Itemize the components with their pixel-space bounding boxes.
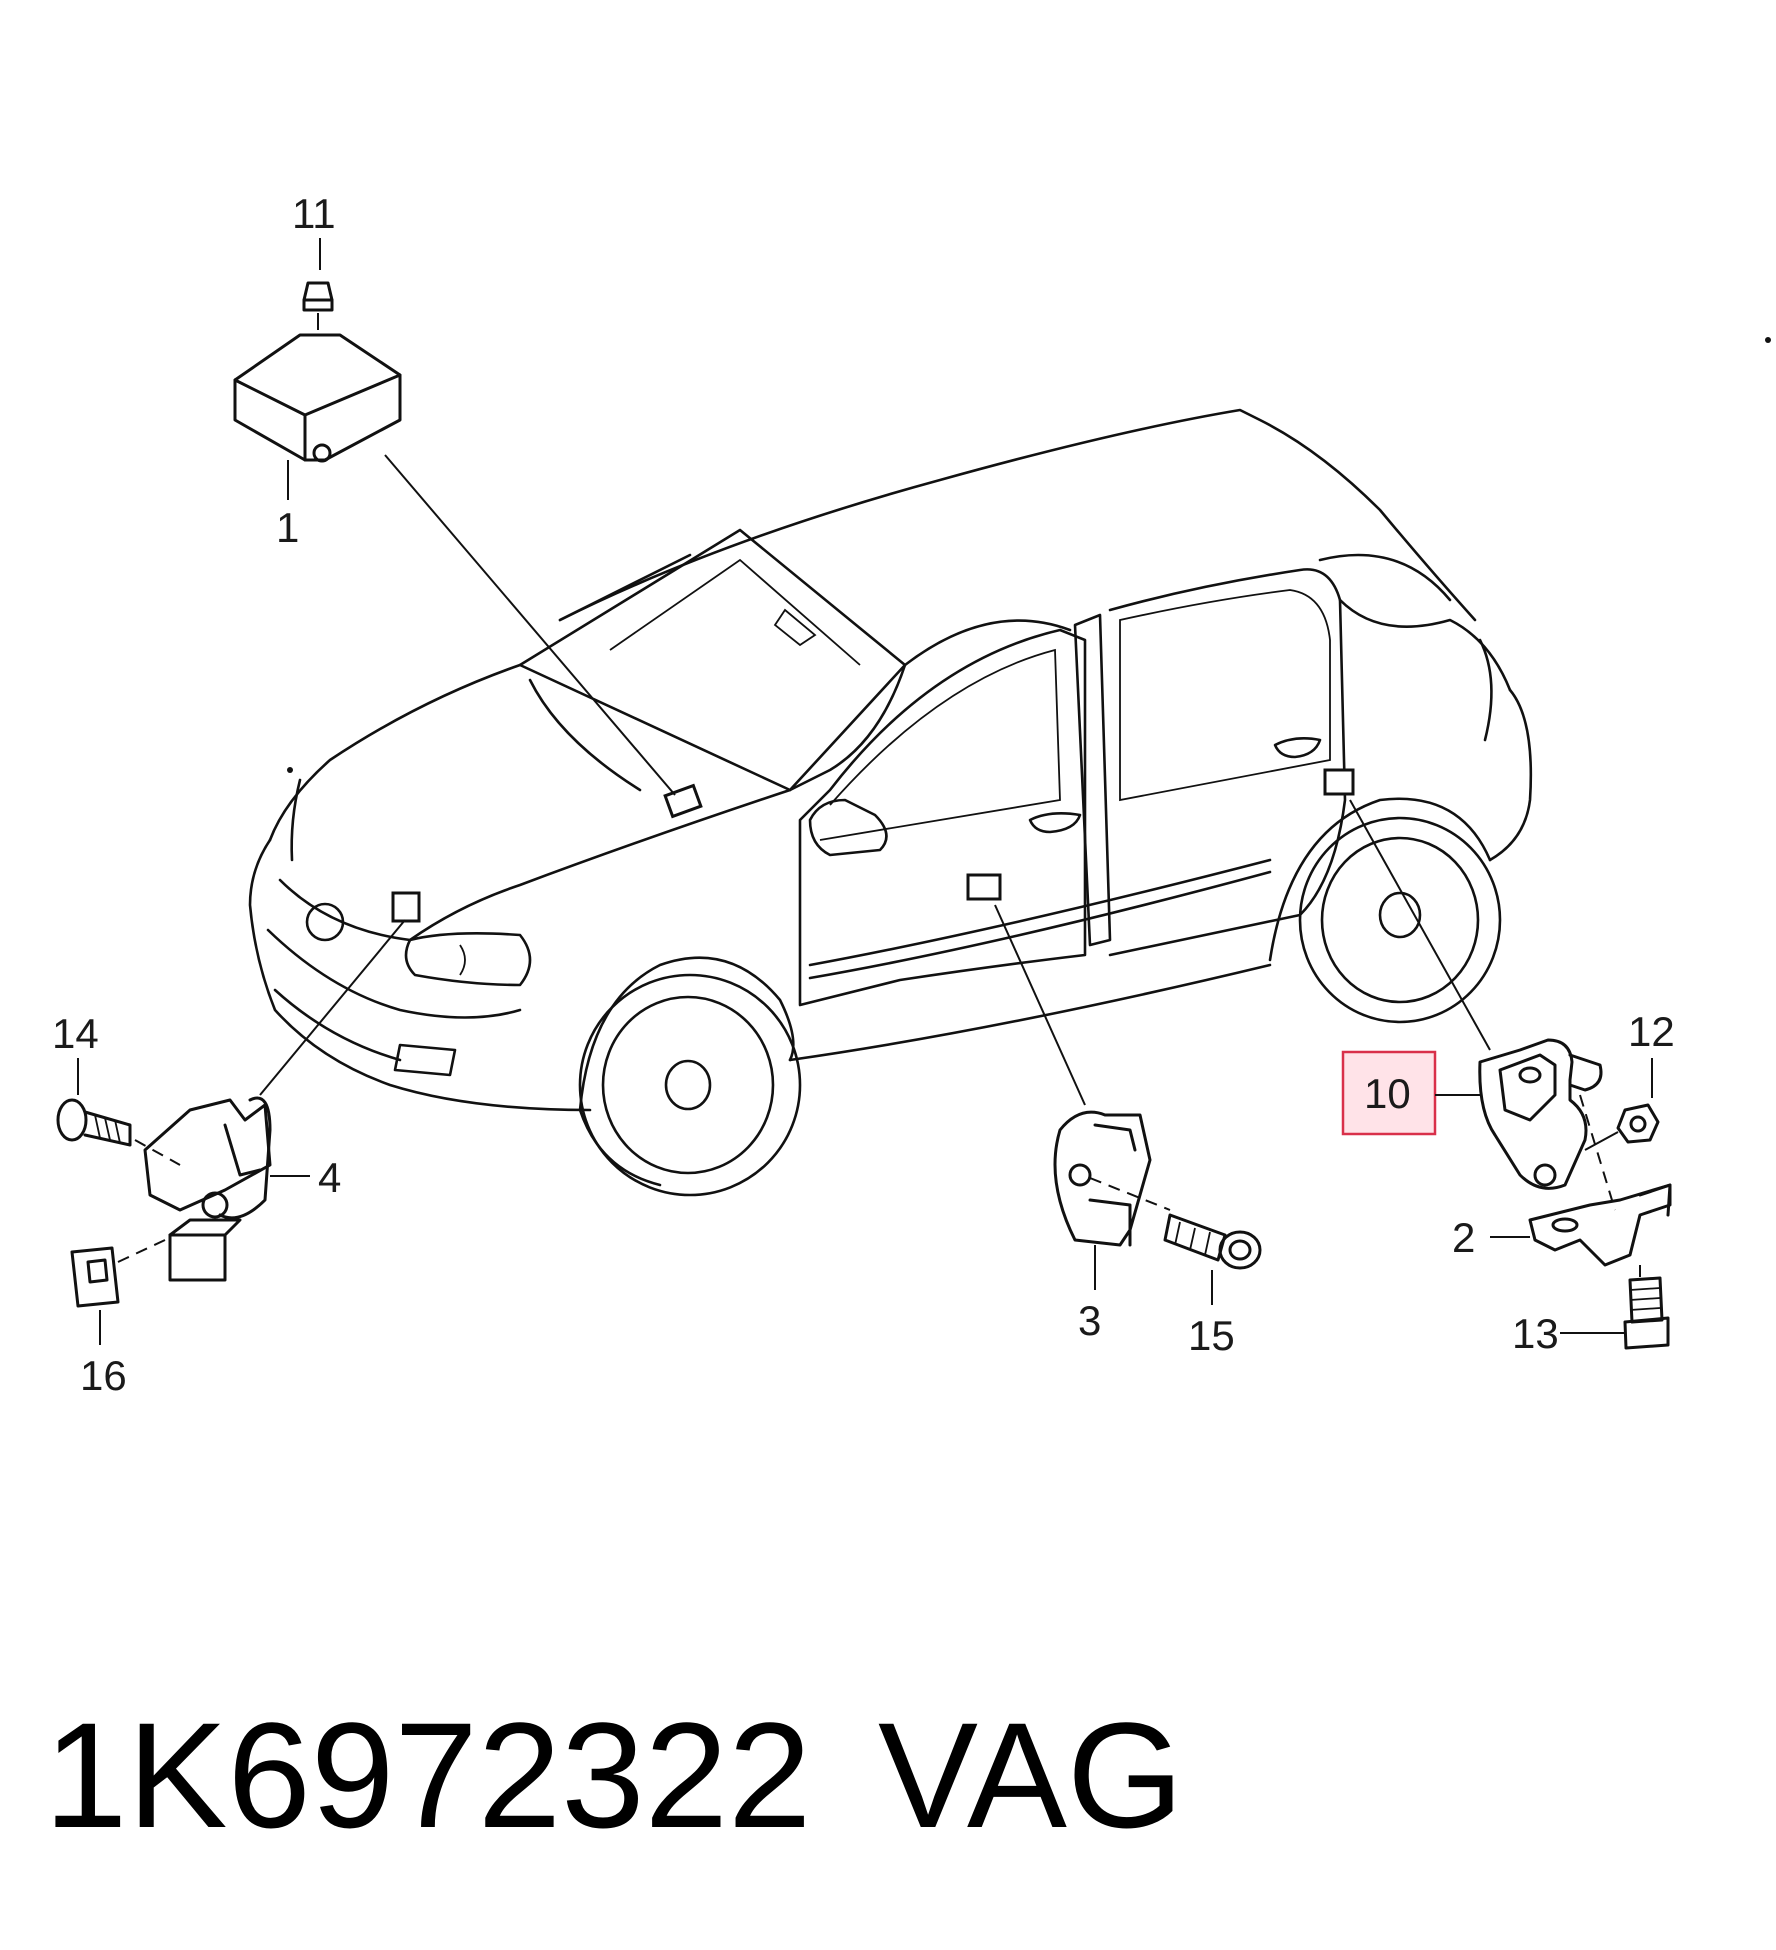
- car-outline: [248, 408, 1533, 1197]
- highlight-box-10: [1341, 1050, 1437, 1136]
- leader-part3-car: [994, 904, 1086, 1106]
- callout-14: 14: [52, 1010, 99, 1057]
- brand-name: VAG: [878, 1691, 1184, 1859]
- part-number: 1K6972322: [44, 1691, 812, 1859]
- leader-part10-car: [1349, 799, 1491, 1051]
- part-1-control-unit: [233, 333, 402, 463]
- part-13-bolt: [1623, 1265, 1670, 1350]
- part-3-sensor: [1053, 1110, 1171, 1290]
- speck: [1765, 337, 1771, 343]
- part-12-nut: [1584, 1103, 1660, 1151]
- part-2-bracket: [1528, 1183, 1672, 1267]
- callout-1: 1: [276, 504, 299, 551]
- leader-part4-car: [259, 919, 406, 1096]
- leader-part1-car: [384, 454, 676, 796]
- part-14-bolt: [56, 1098, 181, 1166]
- callout-3: 3: [1078, 1297, 1101, 1344]
- part-15-bolt: [1163, 1213, 1262, 1270]
- part-10-bracket: [1478, 1038, 1603, 1190]
- callout-12: 12: [1628, 1008, 1675, 1055]
- callout-16: 16: [80, 1352, 127, 1399]
- part-4-sensor: [143, 1096, 310, 1282]
- part-16-clip: [70, 1239, 166, 1308]
- callout-2: 2: [1452, 1214, 1475, 1261]
- dash-10-to-2: [1579, 1094, 1616, 1211]
- callout-15: 15: [1188, 1312, 1235, 1359]
- callout-4: 4: [318, 1154, 341, 1201]
- part-11-nut: [302, 281, 334, 330]
- callout-13: 13: [1512, 1310, 1559, 1357]
- callout-11: 11: [292, 190, 336, 237]
- callout-10: 10: [1364, 1070, 1411, 1117]
- speck: [287, 767, 293, 773]
